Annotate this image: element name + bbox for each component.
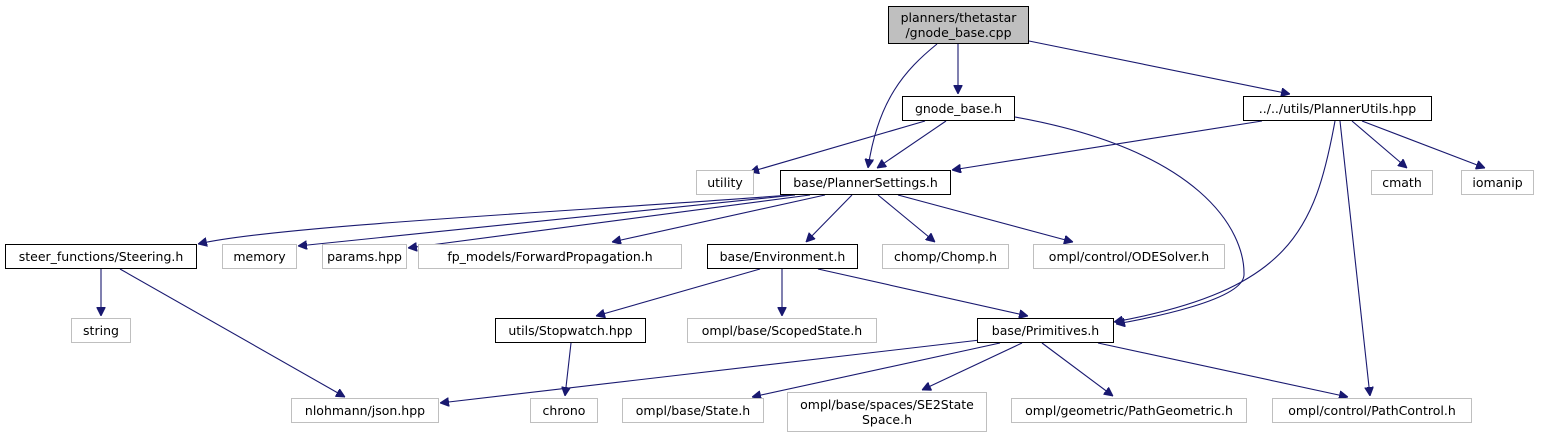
node-root-gnode-base-cpp: planners/thetastar /gnode_base.cpp xyxy=(888,6,1029,44)
edge-prim-to-path-control xyxy=(1097,342,1348,397)
edge-utils-to-path-control xyxy=(1339,120,1370,396)
edge-prim-to-se2-state-space xyxy=(922,342,1023,390)
edge-utils-to-iomanip xyxy=(1361,120,1485,168)
node-se2-state-space-h: ompl/base/spaces/SE2State Space.h xyxy=(787,392,987,432)
node-memory: memory xyxy=(222,244,297,269)
edge-root-to-planner-utils xyxy=(1028,40,1290,94)
node-params-hpp: params.hpp xyxy=(322,244,407,269)
node-path-control-h: ompl/control/PathControl.h xyxy=(1272,398,1472,423)
node-forward-propagation-h: fp_models/ForwardPropagation.h xyxy=(418,244,682,269)
edge-utils-to-cmath xyxy=(1351,120,1407,168)
node-planner-utils-hpp[interactable]: ../../utils/PlannerUtils.hpp xyxy=(1243,96,1432,121)
edge-prim-to-json xyxy=(440,339,981,403)
node-string: string xyxy=(71,318,131,343)
edge-prim-to-state xyxy=(752,342,1001,397)
edge-env-to-primitives xyxy=(817,268,1028,316)
node-primitives-h[interactable]: base/Primitives.h xyxy=(977,318,1114,343)
node-json-hpp: nlohmann/json.hpp xyxy=(291,398,439,423)
edge-gnode-to-planner-settings xyxy=(877,120,947,168)
edge-stopwatch-to-chrono xyxy=(565,342,572,396)
node-utility: utility xyxy=(696,170,754,195)
node-path-geometric-h: ompl/geometric/PathGeometric.h xyxy=(1011,398,1247,423)
edge-ps-to-params xyxy=(408,194,811,248)
edge-ps-to-forward-propagation xyxy=(612,194,826,242)
node-state-h: ompl/base/State.h xyxy=(622,398,764,423)
edge-gnode-to-primitives xyxy=(1014,116,1245,324)
edge-ps-to-memory xyxy=(298,194,796,246)
node-environment-h[interactable]: base/Environment.h xyxy=(707,244,858,269)
node-chrono: chrono xyxy=(530,398,598,423)
edge-ps-to-steering xyxy=(198,194,791,244)
node-chomp-h: chomp/Chomp.h xyxy=(882,244,1009,269)
node-steering-h[interactable]: steer_functions/Steering.h xyxy=(5,244,197,269)
node-cmath: cmath xyxy=(1371,170,1433,195)
node-gnode-base-h[interactable]: gnode_base.h xyxy=(902,96,1015,121)
edge-gnode-to-utility xyxy=(750,120,926,172)
edge-ps-to-chomp xyxy=(877,194,935,242)
edge-ps-to-environment xyxy=(806,194,853,242)
edge-steering-to-json xyxy=(119,268,345,397)
edge-ps-to-ode-solver xyxy=(897,194,1073,242)
edge-utils-to-primitives xyxy=(1114,120,1336,322)
edge-utils-to-planner-settings xyxy=(952,120,1263,170)
node-scoped-state-h: ompl/base/ScopedState.h xyxy=(687,318,877,343)
node-iomanip: iomanip xyxy=(1461,170,1534,195)
edge-root-to-planner-settings xyxy=(868,43,938,168)
edge-env-to-stopwatch xyxy=(596,268,761,316)
node-stopwatch-hpp[interactable]: utils/Stopwatch.hpp xyxy=(495,318,646,343)
node-planner-settings-h[interactable]: base/PlannerSettings.h xyxy=(780,170,951,195)
node-ode-solver-h: ompl/control/ODESolver.h xyxy=(1033,244,1225,269)
edge-prim-to-path-geometric xyxy=(1041,342,1113,396)
